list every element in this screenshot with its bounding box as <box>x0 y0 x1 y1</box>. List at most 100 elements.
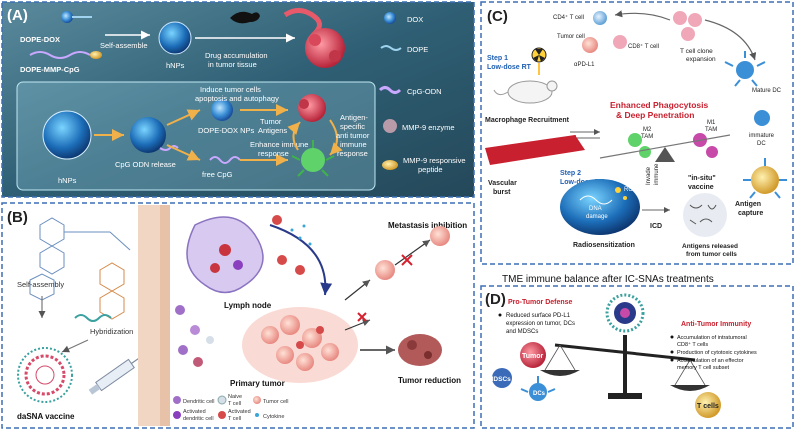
pro-text-1: Reduced surface PD-L1 <box>506 313 571 319</box>
tumor-cell-icon <box>582 37 598 53</box>
label-dope-dox: DOPE-DOX <box>20 35 60 44</box>
mouse-icon <box>230 11 260 24</box>
ic-sna-particle-icon <box>605 293 645 333</box>
mature-dc-icon <box>736 61 754 79</box>
panel-b-tag: (B) <box>7 209 28 226</box>
cd4-cell-icon <box>593 11 607 25</box>
legend-mmp9: MMP-9 enzyme <box>402 123 455 132</box>
anti-text-1b: CD8⁺ T cells <box>677 341 708 348</box>
primary-tumor-icon <box>242 307 358 383</box>
label-m1-1: M1 <box>707 120 716 126</box>
label-induce-2: apoptosis and autophagy <box>195 94 279 103</box>
label-apdl1: αPD-L1 <box>574 62 595 68</box>
label-cd8: CD8⁺ T cell <box>628 43 659 50</box>
label-invade-1: Invade <box>646 166 652 185</box>
label-drug-accum-2: in tumor tissue <box>208 60 257 69</box>
label-immature-1: immature <box>749 133 775 139</box>
pro-bullet <box>498 313 502 317</box>
label-invade-2: immune <box>654 163 660 185</box>
hnp-particle-icon <box>158 21 192 55</box>
blood-vessel-icon <box>485 135 585 165</box>
enhanced-title-2: & Deep Penetration <box>616 110 694 120</box>
label-insitu-2: vaccine <box>688 184 714 191</box>
released-antigens-icon <box>683 193 727 237</box>
label-antigen-5: response <box>337 149 368 158</box>
label-vascular-2: burst <box>493 189 511 196</box>
legend-dope: DOPE <box>407 45 428 54</box>
legend-cpg-icon <box>378 86 402 94</box>
panel-c: (C) CD4⁺ T cell CD8⁺ T cell Tumor cell α… <box>480 1 794 265</box>
to-dox-nps-arrow <box>166 109 201 126</box>
enhanced-title-1: Enhanced Phagocytosis <box>610 100 709 110</box>
legend-naive-1: Naive <box>228 394 242 400</box>
anti-text-3b: memory T cell subset <box>677 365 730 371</box>
label-hybridization: Hybridization <box>90 327 133 336</box>
cpg-strand-icon <box>29 51 91 59</box>
label-antigen-capture-1: Antigen <box>735 201 761 208</box>
dendritic-cell-icon <box>301 148 325 172</box>
dye-structure-icon <box>99 262 125 320</box>
strand-icon <box>74 314 112 322</box>
panel-c-background <box>480 1 794 265</box>
legend-peptide-icon <box>382 160 398 170</box>
anti-text-2: Production of cytotoxic cytokines <box>677 350 757 356</box>
t-cells-icon <box>695 392 721 418</box>
label-dope-mmp-cpg: DOPE-MMP-CpG <box>20 65 80 74</box>
dasna-vaccine-icon <box>17 347 73 403</box>
label-vaccine: daSNA vaccine <box>17 412 75 421</box>
step1-label-2: Low-dose RT <box>487 64 532 71</box>
migration-arrow <box>269 224 333 296</box>
balance-beam <box>599 134 731 159</box>
panel-a-tag: (A) <box>7 7 28 24</box>
label-antigen-capture-2: capture <box>738 210 763 217</box>
label-m2-1: M2 <box>643 127 652 133</box>
label-tumor: Tumor <box>522 353 544 360</box>
panel-d-tag: (D) <box>485 291 506 308</box>
t-cell-clones-icon <box>673 11 702 41</box>
legend-dendritic: Dendritic cell <box>183 399 214 405</box>
inhibit-cross-icon <box>401 254 413 266</box>
label-dcs: DCs <box>533 391 546 397</box>
legend-mmp9-peptide-2: peptide <box>418 165 443 174</box>
m2-tam-icon <box>628 133 642 147</box>
step2-label-1: Step 2 <box>560 170 581 177</box>
label-cpg-release: CpG ODN release <box>115 160 176 169</box>
reduced-tumor-icon <box>398 334 442 366</box>
free-cpg-icon <box>209 156 241 164</box>
label-tumor-cell: Tumor cell <box>557 34 585 40</box>
label-primary-tumor: Primary tumor <box>230 379 285 388</box>
label-radiosensitization: Radiosensitization <box>573 242 635 249</box>
mmp-peptide-icon <box>90 51 102 59</box>
tumor-icon <box>520 342 546 368</box>
legend-act-t-2: T cell <box>228 416 241 422</box>
balance-fulcrum <box>655 147 675 162</box>
step1-label-1: Step 1 <box>487 55 508 62</box>
label-cd4: CD4⁺ T cell <box>553 14 584 21</box>
label-self-assembly: Self-assembly <box>17 280 64 289</box>
hnp-large-icon <box>42 110 92 160</box>
legend-dox: DOX <box>407 15 423 24</box>
label-induce-1: Induce tumor cells <box>200 85 261 94</box>
pro-text-2: expression on tumor, DCs <box>506 321 575 327</box>
cd8-cell-icon <box>613 35 627 49</box>
label-icd: ICD <box>650 223 662 230</box>
to-free-cpg-arrow <box>166 144 201 161</box>
label-macrophage: Macrophage Recruitment <box>485 117 570 124</box>
label-tcell-1: T cell clone <box>680 48 713 55</box>
label-dna-2: damage <box>586 214 608 220</box>
panel-d: TME immune balance after IC-SNAs treatme… <box>480 274 794 429</box>
balance-scale-icon <box>540 335 710 399</box>
label-released-1: Antigens released <box>682 243 738 250</box>
molecule-structure-icon <box>29 217 131 301</box>
label-tcell-2: expansion <box>686 56 716 63</box>
dcs-icon <box>529 383 547 401</box>
mouse-icon <box>493 80 558 104</box>
radiosensitized-tumor-icon <box>560 179 640 235</box>
panel-a: (A) DOPE-DOX DOPE-MMP-CpG Self-assemble … <box>1 1 475 198</box>
label-drug-accum-1: Drug accumulation <box>205 51 268 60</box>
legend-cpg-odn: CpG-ODN <box>407 87 442 96</box>
hnp-releasing-icon <box>130 117 166 153</box>
dendritic-cell <box>175 305 185 315</box>
